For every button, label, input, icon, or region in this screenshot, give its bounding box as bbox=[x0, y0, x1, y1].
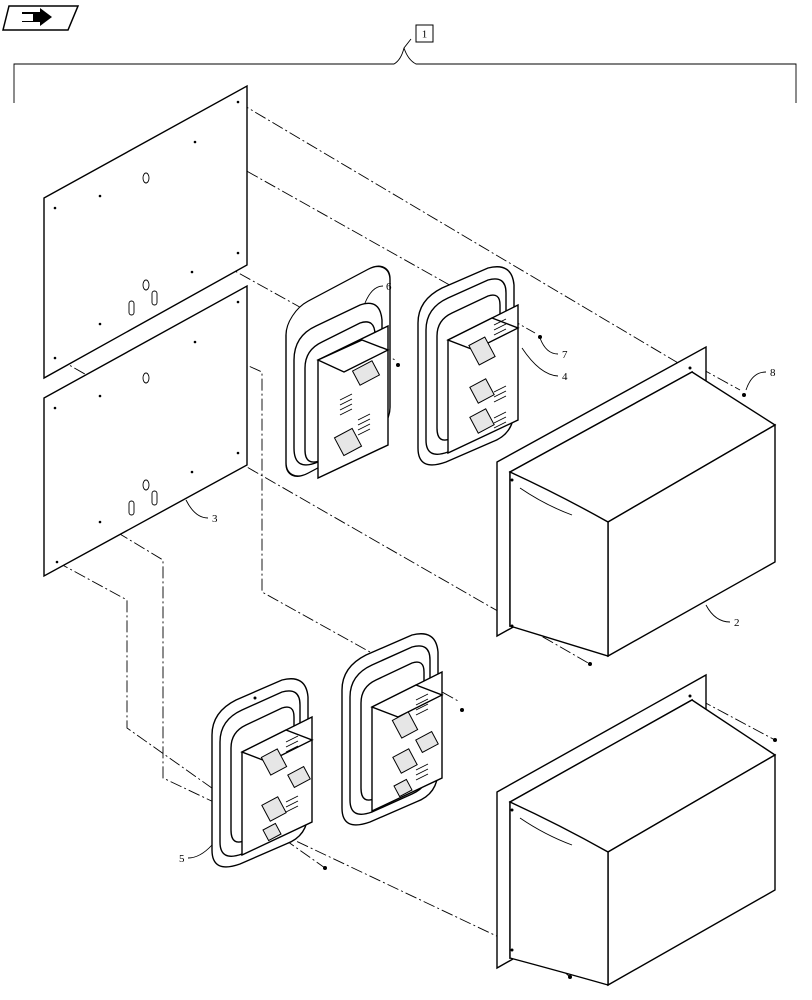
callout-7: 7 bbox=[539, 337, 568, 361]
callout-2: 2 bbox=[705, 604, 740, 629]
callout-2-label: 2 bbox=[734, 617, 740, 629]
nav-forward-button[interactable] bbox=[2, 5, 80, 31]
display-hood-lower bbox=[496, 673, 777, 987]
callout-5: 5 bbox=[179, 844, 213, 865]
callout-4-label: 4 bbox=[562, 371, 568, 383]
mounting-plate-lower bbox=[43, 284, 248, 578]
assembly-label-box: 1 bbox=[415, 24, 434, 43]
display-hood-upper bbox=[496, 345, 777, 666]
callout-4: 4 bbox=[521, 347, 568, 383]
callout-5-label: 5 bbox=[179, 853, 185, 865]
callout-3-label: 3 bbox=[212, 513, 218, 525]
callout-6: 6 bbox=[364, 281, 392, 304]
callout-8-label: 8 bbox=[770, 367, 776, 379]
control-module-upper-right bbox=[417, 266, 542, 466]
callout-6-label: 6 bbox=[386, 281, 392, 293]
assembly-bracket bbox=[13, 38, 797, 103]
callout-7-label: 7 bbox=[562, 349, 568, 361]
control-module-lower-left bbox=[211, 678, 327, 870]
callout-3: 3 bbox=[185, 499, 218, 525]
page-forward-icon bbox=[22, 8, 52, 26]
callout-8: 8 bbox=[745, 367, 776, 391]
assembly-label: 1 bbox=[422, 29, 428, 41]
screw-item-8 bbox=[742, 393, 746, 397]
mounting-plate-upper bbox=[43, 84, 248, 380]
control-module-lower-right bbox=[341, 633, 464, 826]
control-module-upper-left bbox=[285, 265, 400, 480]
